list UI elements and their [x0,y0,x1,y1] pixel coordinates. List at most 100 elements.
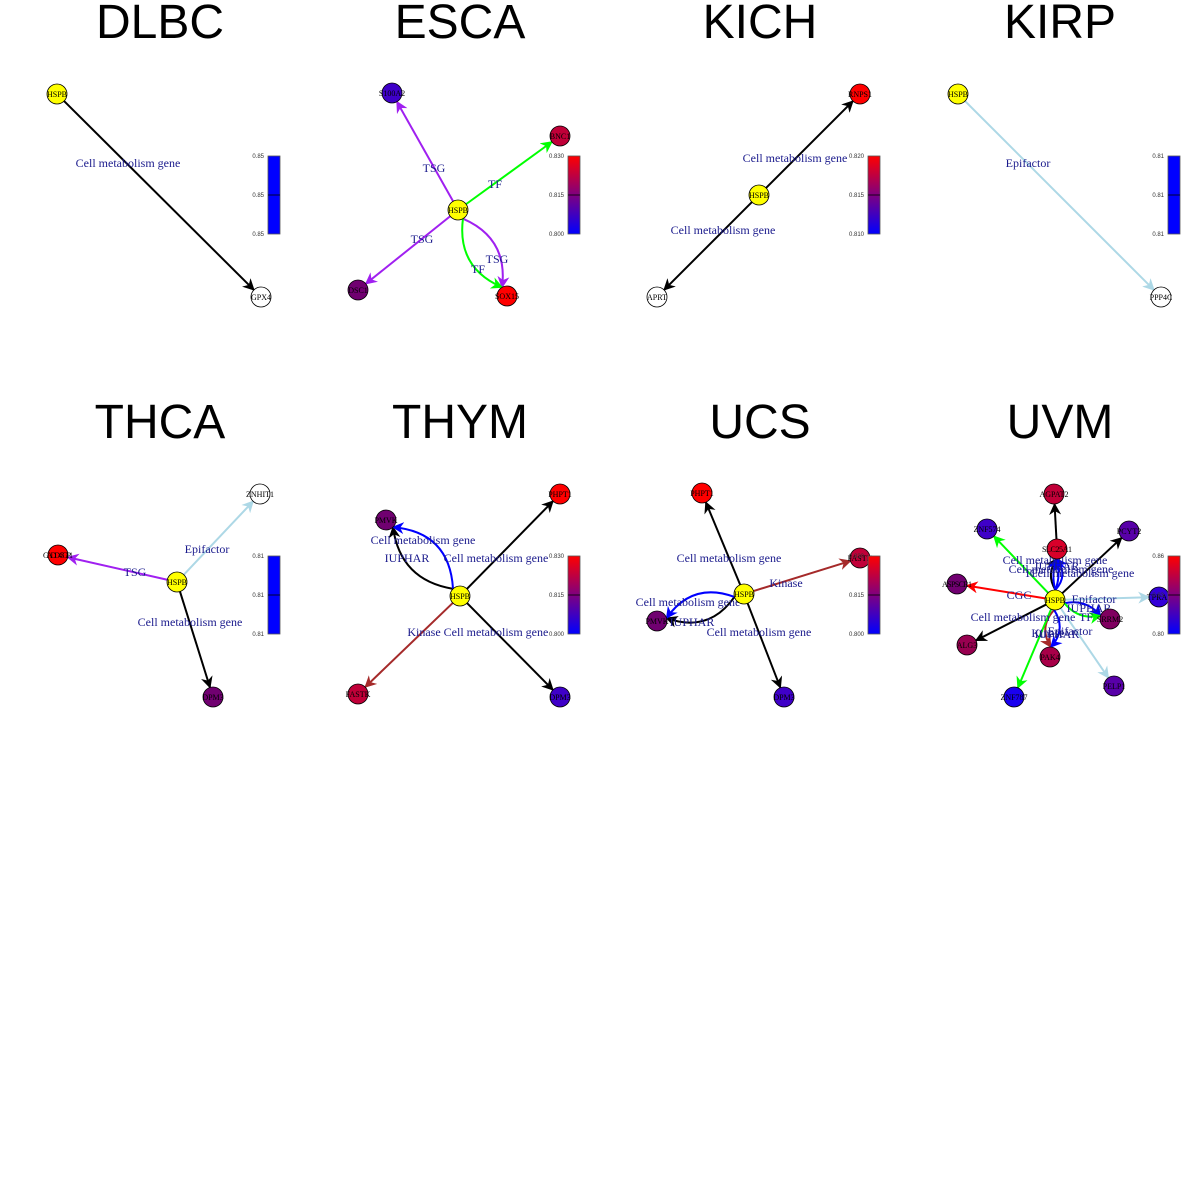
node-dpm3[interactable]: DPM3 [773,686,795,708]
edge-hspb-znhit1 [183,500,254,576]
edge-label: TSG [411,232,434,246]
node-dsc1[interactable]: DSC1 [347,279,369,301]
node-circle[interactable] [947,83,969,105]
node-hspb[interactable]: HSPB [733,583,755,605]
node-circle[interactable] [748,184,770,206]
node-circle[interactable] [1044,589,1066,611]
node-phpt1[interactable]: PHPT1 [690,482,714,504]
node-circle[interactable] [347,683,369,705]
node-circle[interactable] [381,82,403,104]
node-znf787[interactable]: ZNF787 [1000,686,1028,708]
node-circle[interactable] [1043,483,1065,505]
node-znhit1[interactable]: ZNHIT1 [246,483,274,505]
node-circle[interactable] [1099,608,1121,630]
node-circle[interactable] [646,610,668,632]
node-circle[interactable] [166,571,188,593]
node-circle[interactable] [1150,286,1172,308]
edge-hspb-slc25a1 [1047,557,1059,591]
node-circle[interactable] [375,509,397,531]
node-agpat2[interactable]: AGPAT2 [1039,483,1069,505]
node-pcyt2[interactable]: PCYT2 [1117,520,1141,542]
node-circle[interactable] [1003,686,1025,708]
node-znf574[interactable]: ZNF574 [973,518,1001,540]
node-circle[interactable] [946,573,968,595]
edge-label: Cell metabolism gene [677,551,782,565]
node-circle[interactable] [691,482,713,504]
node-label: FASTK [848,554,873,563]
node-circle[interactable] [202,686,224,708]
edge-hspb-s100a2 [396,100,454,202]
edge-label: Kinase [769,576,802,590]
node-rnps1[interactable]: RNPS1 [848,83,872,105]
node-circle[interactable] [250,286,272,308]
edge-hspb-aspscr1 [965,581,1046,600]
node-circle[interactable] [449,585,471,607]
node-gadd45gip1[interactable]: GADD45GIP1 [43,544,73,566]
node-s100a2[interactable]: S100A2 [379,82,405,104]
node-circle[interactable] [249,483,271,505]
node-srrm2[interactable]: SRRM2 [1097,608,1123,630]
node-hspb[interactable]: HSPB [1044,589,1066,611]
node-fastk[interactable]: FASTK [346,683,371,705]
node-circle[interactable] [956,634,978,656]
node-circle[interactable] [47,544,69,566]
node-hspb[interactable]: HSPB [166,571,188,593]
node-pmvk[interactable]: PMVK [374,509,398,531]
edges [364,100,553,289]
edge-hspb-bnc1 [465,141,553,205]
colorbar-tick-label: 0.81 [1152,154,1164,160]
node-circle[interactable] [1103,675,1125,697]
node-dpm3[interactable]: DPM3 [549,686,571,708]
node-ppp4c[interactable]: PPP4C [1150,286,1173,308]
node-label: BNC1 [550,132,570,141]
node-label: ZNF787 [1000,693,1027,702]
colorbar-tick-label: 0.810 [849,232,865,238]
edge-label: TSG [486,252,509,266]
node-sox15[interactable]: SOX15 [495,285,519,307]
colorbar-tick-label: 0.85 [252,232,264,238]
node-hspb[interactable]: HSPB [947,83,969,105]
node-circle[interactable] [976,518,998,540]
node-circle[interactable] [496,285,518,307]
node-alg3[interactable]: ALG3 [956,634,978,656]
node-circle[interactable] [347,279,369,301]
edge-label: Epifactor [1048,624,1093,638]
node-pmvk[interactable]: PMVK [645,610,669,632]
node-pak4[interactable]: PAK4 [1039,646,1061,668]
node-pelp1[interactable]: PELP1 [1103,675,1126,697]
edges [63,100,255,291]
node-hspb[interactable]: HSPB [748,184,770,206]
node-circle[interactable] [1046,538,1068,560]
node-circle[interactable] [46,83,68,105]
node-aprt[interactable]: APRT [646,286,668,308]
node-aspscr1[interactable]: ASPSCR1 [942,573,972,595]
node-circle[interactable] [549,125,571,147]
node-bnc1[interactable]: BNC1 [549,125,571,147]
node-circle[interactable] [849,83,871,105]
node-dpm3[interactable]: DPM3 [202,686,224,708]
node-circle[interactable] [733,583,755,605]
node-circle[interactable] [1118,520,1140,542]
node-circle[interactable] [1039,646,1061,668]
node-label: AGPAT2 [1039,490,1068,499]
node-hspb[interactable]: HSPB [449,585,471,607]
node-gpx4[interactable]: GPX4 [250,286,272,308]
node-slc25a1[interactable]: SLC25A1 [1042,538,1072,560]
edge-label: Cell metabolism gene [76,156,181,170]
node-circle[interactable] [549,686,571,708]
node-circle[interactable] [447,199,469,221]
node-circle[interactable] [549,483,571,505]
edge-hspb-dsc1 [364,215,451,285]
node-circle[interactable] [646,286,668,308]
edge-hspb-pmvk [665,591,735,620]
node-circle[interactable] [773,686,795,708]
node-hspb[interactable]: HSPB [46,83,68,105]
node-hspb[interactable]: HSPB [447,199,469,221]
node-phpt1[interactable]: PHPT1 [548,483,572,505]
